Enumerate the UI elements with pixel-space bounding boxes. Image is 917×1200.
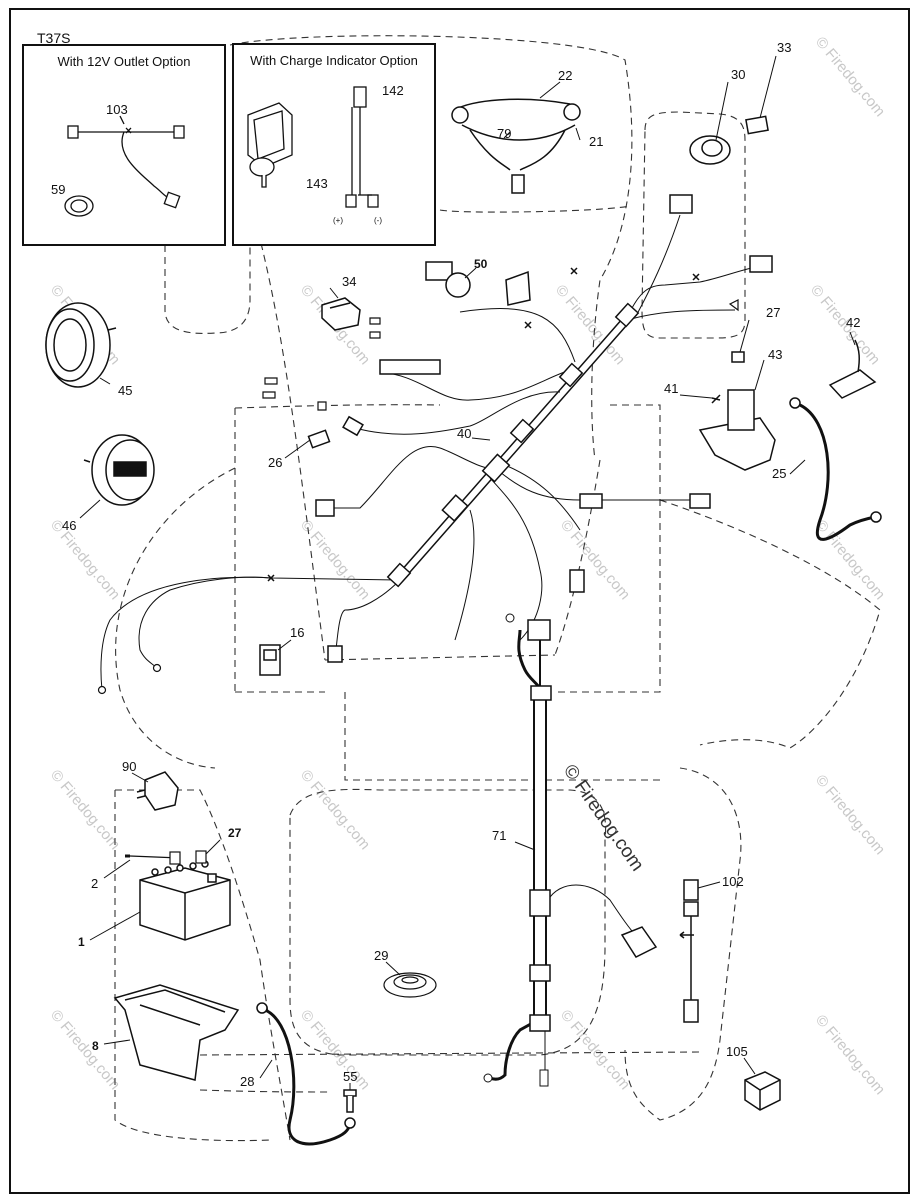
label-43: 43 — [768, 347, 782, 362]
watermark: © Firedog.com — [557, 1007, 633, 1093]
watermark: © Firedog.com — [557, 517, 633, 603]
hour-meter-part — [45, 302, 117, 388]
label-25: 25 — [772, 466, 786, 481]
switch-34-part — [321, 297, 361, 331]
fuse-part — [307, 429, 331, 449]
label-71: 71 — [492, 828, 506, 843]
switch-50-part — [425, 261, 531, 306]
label-30: 30 — [731, 67, 745, 82]
label-143: 143 — [306, 176, 328, 191]
label-28: 28 — [240, 1074, 254, 1089]
label-59: 59 — [51, 182, 65, 197]
label-102: 102 — [722, 874, 744, 889]
inset-12v-outlet: With 12V Outlet Option 103 59 — [22, 44, 226, 246]
label-90: 90 — [122, 759, 136, 774]
terminal-ends — [97, 299, 739, 695]
battery-part — [139, 860, 231, 941]
label-79: 79 — [497, 126, 511, 141]
label-42: 42 — [846, 315, 860, 330]
label-55: 55 — [343, 1069, 357, 1084]
cable-25 — [789, 397, 882, 541]
label-26: 26 — [268, 455, 282, 470]
label-21: 21 — [589, 134, 603, 149]
harness-102 — [679, 879, 699, 1023]
label-27-top: 27 — [766, 305, 780, 320]
screw-part — [343, 1089, 357, 1113]
label-22: 22 — [558, 68, 572, 83]
watermark: © Firedog.com — [812, 772, 888, 858]
outlet-harness-drawing: 103 59 — [51, 102, 185, 217]
charge-indicator-drawing: 142 143 (+) (-) — [247, 83, 404, 225]
callout-labels: 22 79 21 30 33 34 50 45 46 27 42 43 41 2… — [62, 40, 860, 1089]
label-34: 34 — [342, 274, 356, 289]
gauge-part: HOURS — [83, 434, 155, 506]
watermark: © Firedog.com — [812, 34, 888, 120]
terminal-boot-part — [828, 339, 877, 399]
label-105: 105 — [726, 1044, 748, 1059]
label-50: 50 — [474, 257, 488, 271]
gauge-text: HOURS — [117, 468, 143, 475]
label-41: 41 — [664, 381, 678, 396]
label-2: 2 — [91, 876, 98, 891]
label-8: 8 — [92, 1039, 99, 1053]
horn-part — [383, 972, 437, 998]
label-33: 33 — [777, 40, 791, 55]
watermark: © Firedog.com — [812, 517, 888, 603]
relay-part — [136, 771, 179, 811]
diagram-code: T37S — [37, 30, 71, 46]
label-142: 142 — [382, 83, 404, 98]
battery-tray-part — [113, 984, 240, 1081]
watermark: © Firedog.com — [297, 767, 373, 853]
harness-clips — [315, 194, 773, 663]
bolt-part — [125, 850, 207, 865]
harness-40 — [100, 214, 761, 691]
starter-solenoid-part — [698, 351, 776, 471]
watermark: © Firedog.com — [812, 1012, 888, 1098]
label-16: 16 — [290, 625, 304, 640]
label-40: 40 — [457, 426, 471, 441]
switch-16-part — [259, 644, 281, 676]
inset-charge-indicator: With Charge Indicator Option 142 143 (+)… — [232, 43, 436, 246]
label-103: 103 — [106, 102, 128, 117]
label-29: 29 — [374, 948, 388, 963]
headlight-part — [451, 98, 581, 194]
watermark: © Firedog.com — [47, 767, 123, 853]
label-27-battery: 27 — [228, 826, 242, 840]
label-142-negative: (-) — [374, 216, 382, 225]
watermark: © Firedog.com — [47, 517, 123, 603]
key-switch-part — [689, 115, 769, 165]
inset-title: With Charge Indicator Option — [250, 53, 418, 68]
watermark: © Firedog.com — [47, 1007, 123, 1093]
label-45: 45 — [118, 383, 132, 398]
label-1: 1 — [78, 935, 85, 949]
tractor-outline — [114, 35, 881, 1142]
label-142-positive: (+) — [333, 216, 343, 225]
watermark: © Firedog.com — [297, 1007, 373, 1093]
label-46: 46 — [62, 518, 76, 533]
inset-title: With 12V Outlet Option — [57, 54, 191, 69]
solenoid-part — [744, 1071, 781, 1111]
watermark-center: © Firedog.com — [559, 761, 648, 875]
cable-28 — [256, 1002, 356, 1146]
harness-71 — [483, 613, 658, 1087]
wire-splice-marks — [267, 267, 700, 582]
